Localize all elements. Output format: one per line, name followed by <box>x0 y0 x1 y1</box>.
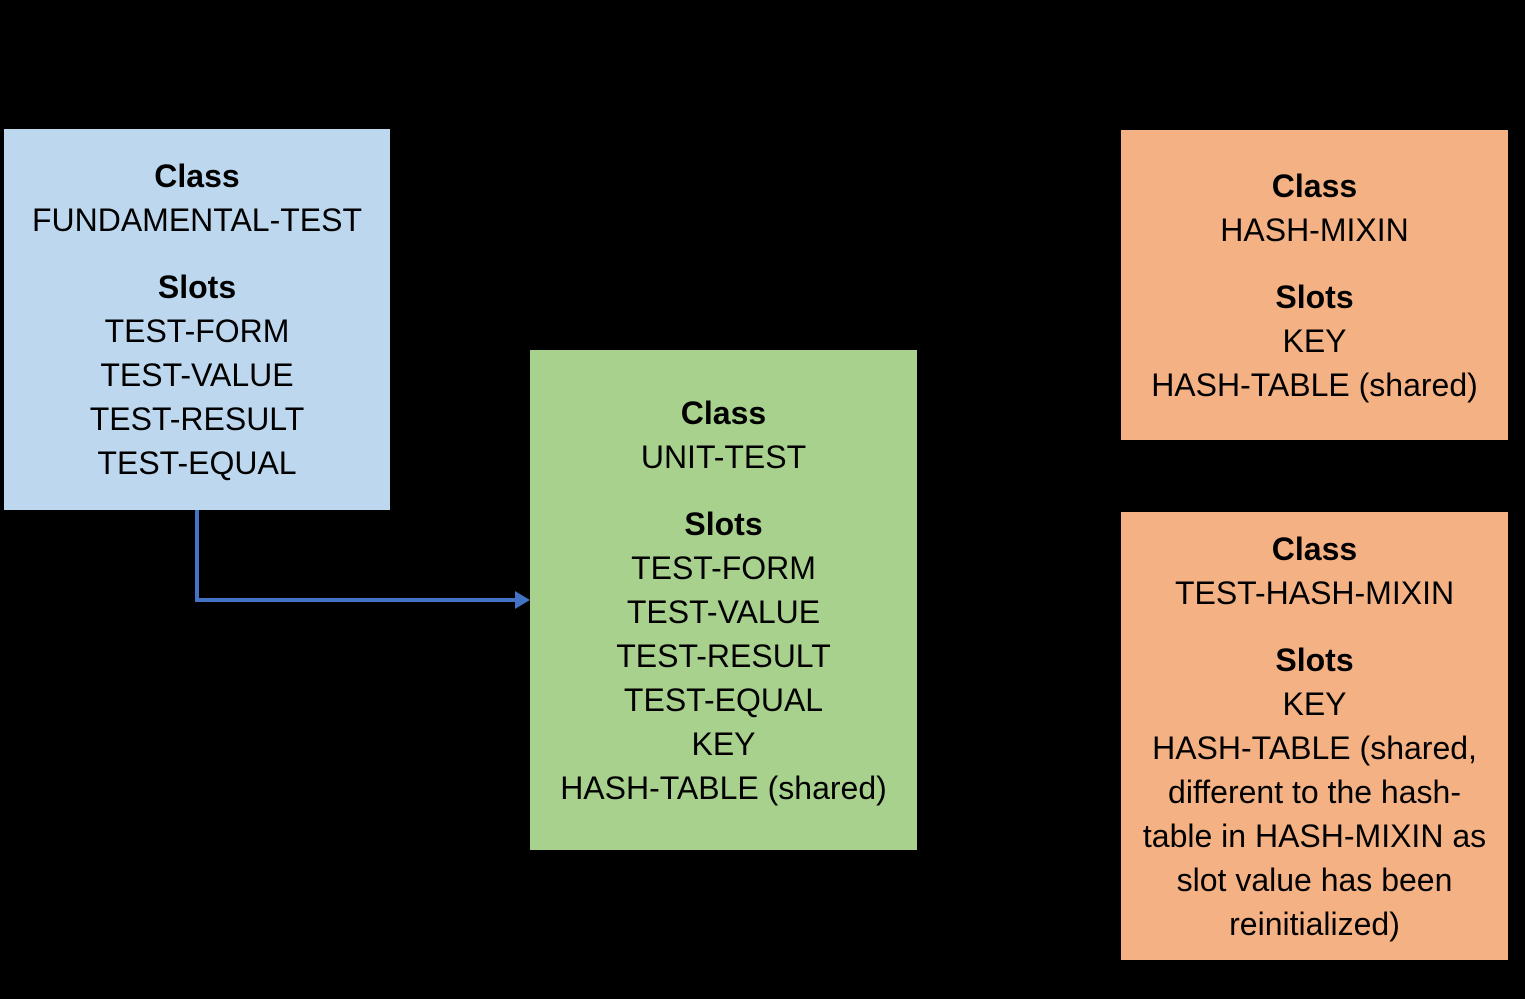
slots-section: Slots KEY HASH-TABLE (shared, different t… <box>1139 638 1490 946</box>
class-section: Class TEST-HASH-MIXIN <box>1139 527 1490 615</box>
slots-label: Slots <box>684 505 763 542</box>
slot-item: KEY <box>1282 322 1347 359</box>
slot-item: TEST-VALUE <box>626 593 821 630</box>
class-name: UNIT-TEST <box>640 438 807 475</box>
class-box-unit-test: Class UNIT-TEST Slots TEST-FORM TEST-VALU… <box>530 350 917 850</box>
class-label: Class <box>1271 530 1358 567</box>
slot-item: TEST-FORM <box>631 549 816 586</box>
class-section: Class UNIT-TEST <box>548 391 899 479</box>
slot-item: HASH-TABLE (shared, different to the has… <box>1142 729 1487 942</box>
class-name: TEST-HASH-MIXIN <box>1174 574 1455 611</box>
slot-item: HASH-TABLE (shared) <box>1151 366 1478 403</box>
slot-list: TEST-FORM TEST-VALUE TEST-RESULT TEST-EQUAL <box>22 309 372 485</box>
slots-label: Slots <box>157 269 237 305</box>
slot-item: TEST-EQUAL <box>623 681 824 718</box>
inheritance-arrowhead-icon <box>515 591 530 609</box>
slot-list: TEST-FORM TEST-VALUE TEST-RESULT TEST-EQUAL… <box>548 546 899 810</box>
slots-label: Slots <box>1275 641 1354 678</box>
slot-item: TEST-VALUE <box>100 357 294 393</box>
slot-item: KEY <box>1282 685 1347 722</box>
slot-item: TEST-FORM <box>104 313 290 349</box>
slots-label: Slots <box>1275 278 1354 315</box>
class-label: Class <box>680 394 767 431</box>
class-section: Class FUNDAMENTAL-TEST <box>22 154 372 242</box>
class-name: HASH-MIXIN <box>1220 211 1409 248</box>
slot-item: TEST-EQUAL <box>97 445 297 481</box>
slot-item: TEST-RESULT <box>616 637 831 674</box>
class-box-hash-mixin: Class HASH-MIXIN Slots KEY HASH-TABLE (sh… <box>1121 130 1508 440</box>
slots-section: Slots KEY HASH-TABLE (shared) <box>1139 275 1490 407</box>
class-box-test-hash-mixin: Class TEST-HASH-MIXIN Slots KEY HASH-TABL… <box>1121 512 1508 960</box>
slot-item: KEY <box>691 725 756 762</box>
slot-list: KEY HASH-TABLE (shared) <box>1139 319 1490 407</box>
class-label: Class <box>154 158 240 194</box>
slot-list: KEY HASH-TABLE (shared, different to the … <box>1139 682 1490 946</box>
slot-item: TEST-RESULT <box>89 401 305 437</box>
class-name: FUNDAMENTAL-TEST <box>31 202 363 238</box>
class-section: Class HASH-MIXIN <box>1139 164 1490 252</box>
class-label: Class <box>1271 167 1358 204</box>
slot-item: HASH-TABLE (shared) <box>560 769 887 806</box>
inheritance-arrow-line <box>195 510 516 602</box>
